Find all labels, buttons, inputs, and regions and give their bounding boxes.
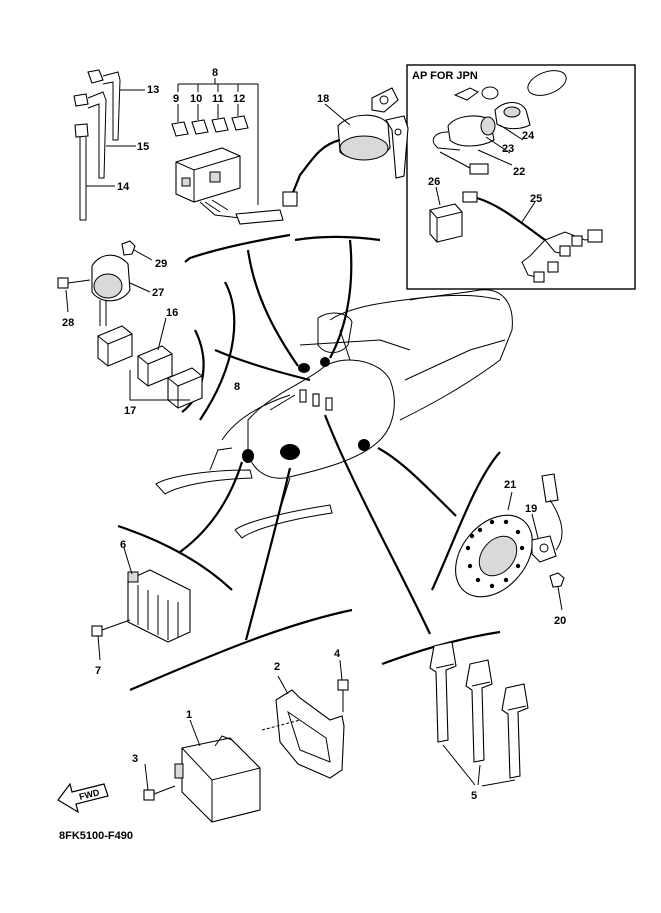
callout-22: 22	[513, 166, 525, 178]
snowmobile-outline	[155, 289, 513, 539]
callout-numbers: 1 2 3 4 5 6 7 8 8 9 10 11 12 13 14 15 16…	[62, 67, 566, 802]
part-4-bolt	[337, 659, 349, 712]
part-21-rotor	[455, 491, 533, 598]
callout-14: 14	[117, 181, 130, 193]
part-18-main-switch	[282, 87, 409, 207]
part-6-rectifier	[123, 547, 191, 643]
part-24-key	[453, 70, 567, 130]
inset-ap-for-jpn: AP FOR JPN	[406, 64, 636, 290]
part-19-sensor	[531, 473, 563, 563]
callout-28: 28	[62, 317, 74, 329]
part-3-bolt	[143, 763, 176, 801]
callout-1: 1	[186, 709, 192, 721]
callout-2: 2	[274, 661, 280, 673]
part-7-bolt	[91, 619, 131, 661]
part-2-bracket	[275, 675, 345, 779]
dashed-guide	[261, 719, 301, 731]
fwd-label: FWD	[78, 787, 101, 802]
fuses	[171, 104, 249, 137]
fwd-arrow-icon: FWD	[57, 782, 109, 814]
cable-ties-group	[73, 69, 145, 221]
callout-19: 19	[525, 503, 537, 515]
callout-12: 12	[233, 93, 245, 105]
callout-3: 3	[132, 753, 138, 765]
callout-16: 16	[166, 307, 178, 319]
callout-4: 4	[334, 648, 341, 660]
part-5-ignition-coils	[429, 641, 529, 787]
part-22-23-switch	[432, 115, 496, 175]
callout-7: 7	[95, 665, 101, 677]
callout-25: 25	[530, 193, 542, 205]
callout-9: 9	[173, 93, 179, 105]
callout-6: 6	[120, 539, 126, 551]
part-28-bolt	[57, 277, 91, 313]
part-29-nut	[121, 240, 153, 261]
part-17-relays	[97, 317, 203, 409]
callout-8-body: 8	[234, 381, 240, 393]
callout-27: 27	[152, 287, 164, 299]
callout-21: 21	[504, 479, 516, 491]
callout-15: 15	[137, 141, 149, 153]
callout-13: 13	[147, 84, 159, 96]
callout-10: 10	[190, 93, 202, 105]
part-20-nut	[549, 572, 565, 611]
callout-5: 5	[471, 790, 477, 802]
part-27-coil	[91, 254, 151, 326]
callout-29: 29	[155, 258, 167, 270]
callout-18: 18	[317, 93, 329, 105]
location-leaders	[179, 239, 457, 641]
callout-26: 26	[428, 176, 440, 188]
part-26-cap	[429, 203, 463, 243]
group-brackets	[117, 233, 501, 692]
callout-11: 11	[212, 93, 224, 105]
fuse-box-group	[171, 78, 284, 225]
callout-20: 20	[554, 615, 566, 627]
callout-23: 23	[502, 143, 514, 155]
inset-title: AP FOR JPN	[412, 70, 478, 82]
part-25-harness	[462, 191, 603, 283]
callout-24: 24	[522, 130, 535, 142]
diagram-code: 8FK5100-F490	[59, 830, 133, 842]
part-1-cdi-unit	[174, 719, 261, 823]
callout-17: 17	[124, 405, 136, 417]
fuse-box	[175, 147, 284, 225]
callout-8-top: 8	[212, 67, 218, 79]
